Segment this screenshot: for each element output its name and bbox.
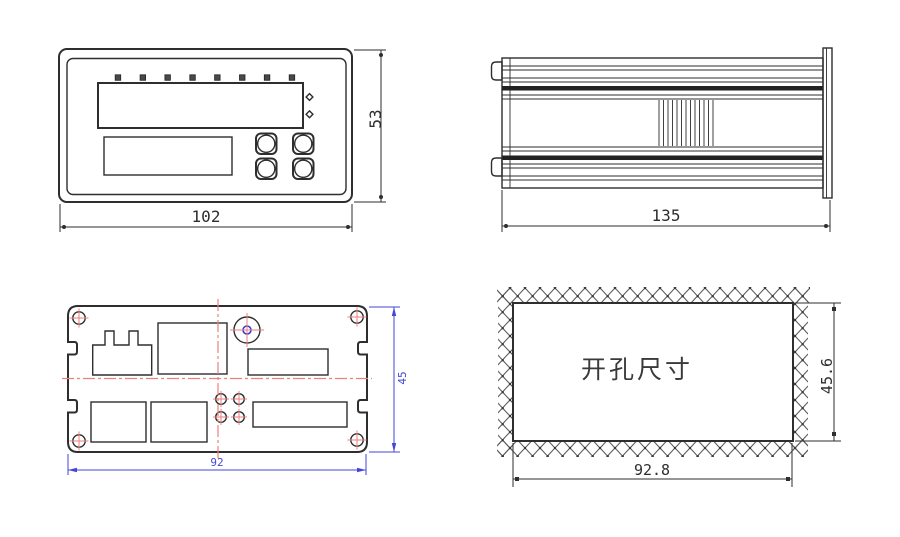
led-indicator <box>214 74 221 81</box>
main-display-window <box>97 82 304 129</box>
button-cap <box>256 134 276 154</box>
cutout-height-dimension: 45.6 <box>795 302 841 442</box>
connector-cutout <box>150 401 208 443</box>
led-indicator <box>189 74 196 81</box>
panel-hatch-border <box>497 287 810 457</box>
hatch-band <box>498 287 513 457</box>
button-outline <box>292 157 315 180</box>
rear-width-label: 92 <box>210 456 223 469</box>
buzzer-hole <box>230 313 264 347</box>
button-cap <box>293 159 313 179</box>
side-view: 135 <box>490 47 833 232</box>
led-indicator <box>114 74 122 81</box>
secondary-display-window <box>103 136 233 176</box>
rear-width-dimension: 92 <box>67 454 367 475</box>
front-flange-profile <box>822 47 833 199</box>
front-height-label: 53 <box>366 109 385 128</box>
led-indicator <box>139 74 147 81</box>
front-view: 102 53 <box>58 48 386 232</box>
connector-cutout <box>157 322 228 375</box>
mounting-screw-head <box>490 157 503 177</box>
enclosure-body <box>501 57 824 189</box>
extrusion-groove-lines <box>502 65 823 181</box>
cutout-width-label: 92.8 <box>634 461 670 479</box>
front-panel-face <box>66 57 347 196</box>
front-width-dimension: 102 <box>59 204 353 232</box>
cutout-rectangle <box>512 302 794 442</box>
led-indicator <box>239 74 246 81</box>
hatch-band <box>497 287 810 303</box>
hatch-band <box>497 441 808 457</box>
small-mounting-holes <box>213 391 247 425</box>
rear-panel-outline <box>67 305 368 453</box>
front-height-dimension: 53 <box>354 49 386 203</box>
led-indicator <box>164 74 171 81</box>
ventilation-ribs <box>658 100 714 146</box>
led-indicator-row <box>114 74 296 81</box>
keypad <box>255 132 315 180</box>
led-indicator <box>263 74 271 81</box>
rear-height-dimension: 45 <box>369 306 409 453</box>
rear-height-label: 45 <box>396 371 409 384</box>
front-bezel-outline <box>58 48 353 203</box>
led-indicator <box>288 74 296 81</box>
button-outline <box>255 157 278 180</box>
button-outline <box>292 132 315 155</box>
button-outline <box>255 132 278 155</box>
connector-cutout <box>247 348 329 376</box>
button <box>292 132 315 155</box>
groove-slot <box>502 155 823 160</box>
cutout-height-label: 45.6 <box>818 358 836 394</box>
button <box>255 157 278 180</box>
button <box>255 132 278 155</box>
cutout-label: 开孔尺寸 <box>581 355 693 384</box>
button-cap <box>293 134 313 154</box>
status-diamond-indicator <box>305 92 314 102</box>
side-length-dimension: 135 <box>501 190 831 232</box>
status-diamond-indicator <box>305 109 314 119</box>
cutout-width-dimension: 92.8 <box>512 443 793 487</box>
groove-slot <box>502 86 823 91</box>
mounting-screw-head <box>490 61 503 81</box>
connector-cutout <box>252 401 348 428</box>
hatch-band <box>793 287 808 457</box>
rear-view: 92 45 <box>62 299 409 475</box>
connector-cutout <box>90 401 147 443</box>
button-cap <box>256 159 276 179</box>
terminal-block-cutout <box>92 330 153 376</box>
front-width-label: 102 <box>192 207 221 226</box>
button <box>292 157 315 180</box>
side-length-label: 135 <box>652 206 681 225</box>
corner-screw-holes <box>69 307 367 451</box>
cutout-view: 开孔尺寸 92.8 45.6 <box>497 287 841 487</box>
